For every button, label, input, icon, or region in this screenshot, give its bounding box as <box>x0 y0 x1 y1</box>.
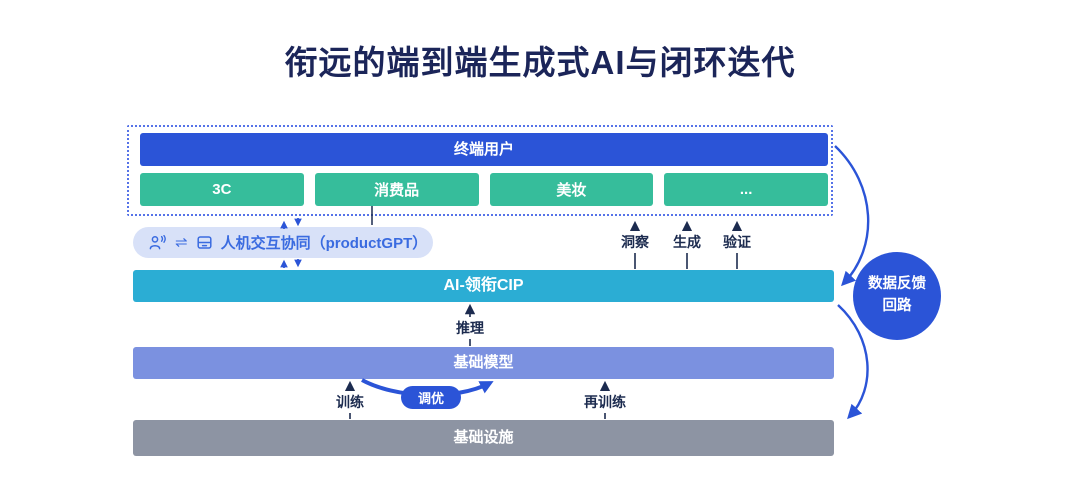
end-user-bar: 终端用户 <box>140 133 828 166</box>
user-speaking-icon <box>149 235 166 250</box>
feedback-circle-line1: 数据反馈 <box>868 276 926 293</box>
cip-layer-bar: AI-领衔CIP <box>133 270 834 302</box>
robot-icon <box>197 235 212 250</box>
end-user-group-box <box>127 125 833 216</box>
feedback-arrow-top <box>834 145 870 287</box>
infrastructure-bar: 基础设施 <box>133 420 834 456</box>
exchange-arrows-icon: ⇌ <box>175 234 188 251</box>
category-beauty: 美妆 <box>489 173 654 206</box>
train-label: 训练 <box>332 391 368 413</box>
category-more: ... <box>664 173 828 206</box>
feedback-circle-line2: 回路 <box>882 298 912 314</box>
data-feedback-loop-circle: 数据反馈 回路 <box>853 252 941 340</box>
inference-label: 推理 <box>452 317 488 339</box>
retrain-label: 再训练 <box>580 391 630 413</box>
generate-label: 生成 <box>669 231 705 253</box>
tune-pill: 调优 <box>401 386 461 409</box>
insight-label: 洞察 <box>617 231 653 253</box>
category-3c: 3C <box>140 173 304 206</box>
page-title: 衔远的端到端生成式AI与闭环迭代 <box>284 44 796 81</box>
verify-label: 验证 <box>719 231 755 253</box>
hmi-pill: ⇌ 人机交互协同（productGPT） <box>133 227 433 258</box>
category-row: 3C 消费品 美妆 ... <box>140 173 828 206</box>
hmi-pill-label: 人机交互协同（productGPT） <box>220 235 428 252</box>
category-consumer-goods: 消费品 <box>314 173 479 206</box>
foundation-model-bar: 基础模型 <box>133 347 834 379</box>
